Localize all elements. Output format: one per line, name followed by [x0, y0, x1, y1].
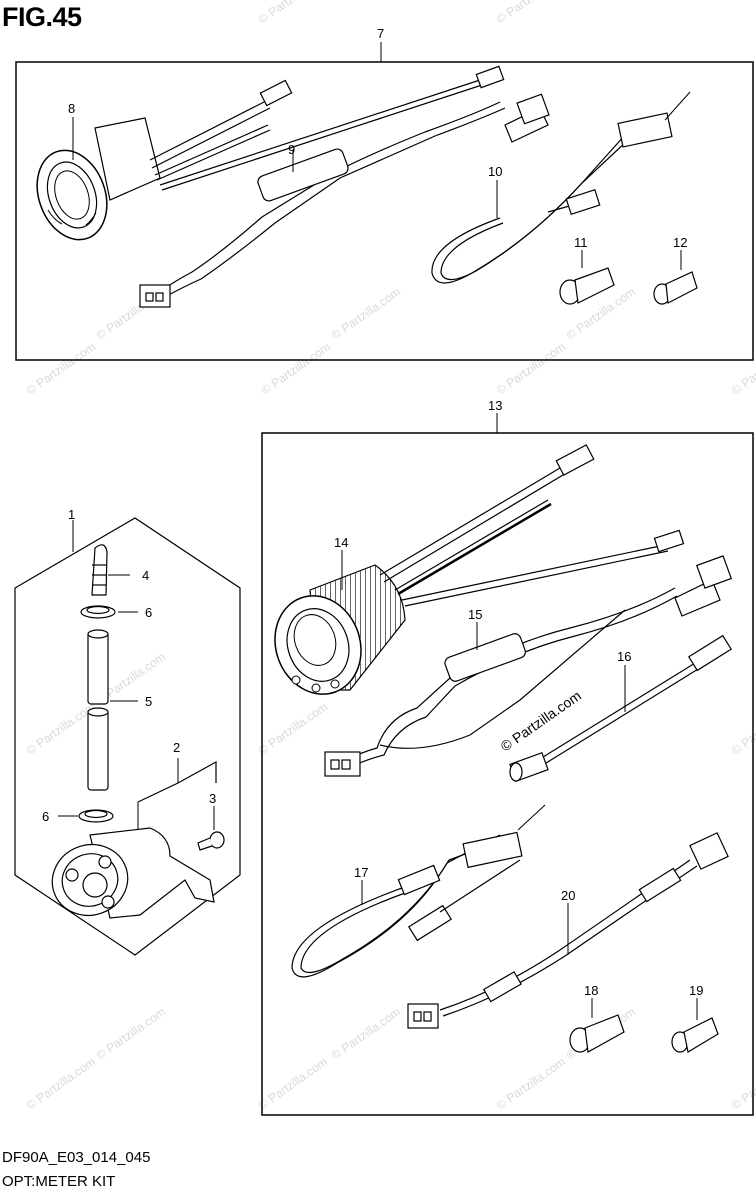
callout-3: 3: [209, 791, 216, 806]
watermark-featured: © Partzilla.com: [498, 687, 584, 754]
callout-9: 9: [288, 142, 295, 157]
clamp-6-bottom: [58, 809, 114, 823]
watermark-text: © Partzilla.com: [24, 700, 98, 758]
watermark-text: © Partzilla.com: [494, 340, 568, 398]
callout-18: 18: [584, 983, 598, 998]
watermark-text: © Partzilla.com: [729, 1055, 756, 1113]
watermark-text: © Partzilla.com: [329, 1005, 403, 1063]
harness-15: [324, 555, 733, 777]
harness-9: [139, 93, 550, 308]
callout-7: 7: [377, 26, 384, 41]
callout-17: 17: [354, 865, 368, 880]
watermark-text: © Partzilla.com: [494, 0, 568, 26]
meter-gauge-small: 8: [36, 101, 161, 241]
watermark-text: © Partzilla.com: [494, 1055, 568, 1113]
figure-title: FIG.45: [2, 2, 82, 32]
callout-6-bottom: 6: [42, 809, 49, 824]
screw-3: [197, 806, 225, 851]
watermark-text: © Partzilla.com: [729, 340, 756, 398]
lower-kit-box: 13: [261, 398, 754, 1116]
callout-10: 10: [488, 164, 502, 179]
tube-5: [87, 629, 138, 791]
section-name: OPT:METER KIT: [2, 1173, 116, 1190]
callout-14: 14: [334, 535, 348, 550]
callout-11: 11: [574, 235, 588, 250]
meter-gauge-large: [274, 550, 406, 695]
harness-10: [431, 91, 691, 284]
callout-20: 20: [561, 888, 575, 903]
clamp-6-top: [80, 605, 138, 619]
callout-8: 8: [68, 101, 75, 116]
meter-wire-harness: [149, 65, 505, 191]
mount-kit-group: 1: [14, 507, 241, 956]
callout-2: 2: [173, 740, 180, 755]
fitting-12: [653, 250, 698, 305]
watermark-text: © Partzilla.com: [94, 1005, 168, 1063]
watermark-text: © Partzilla.com: [256, 0, 330, 26]
watermark-text: © Partzilla.com: [259, 340, 333, 398]
watermark-text: © Partzilla.com: [329, 285, 403, 343]
fitting-19: [671, 998, 719, 1053]
callout-13: 13: [488, 398, 502, 413]
callout-12: 12: [673, 235, 687, 250]
callout-16: 16: [617, 649, 631, 664]
cable-16: [509, 634, 733, 783]
callout-6-top: 6: [145, 605, 152, 620]
upper-kit-box: 7: [15, 26, 754, 361]
harness-17: [291, 804, 546, 978]
callout-15: 15: [468, 607, 482, 622]
hose-4: [91, 544, 130, 596]
meter-large-wiring: [379, 444, 685, 607]
watermark-text: © Partzilla.com: [729, 700, 756, 758]
meter-housing-2: [51, 758, 217, 919]
callout-5: 5: [145, 694, 152, 709]
fitting-18: [569, 998, 625, 1053]
callout-1: 1: [68, 507, 75, 522]
watermark-text: © Partzilla.com: [24, 340, 98, 398]
fitting-11: [559, 250, 615, 305]
harness-20: [407, 832, 729, 1029]
watermark-text: © Partzilla.com: [256, 700, 330, 758]
drawing-code: DF90A_E03_014_045: [2, 1149, 151, 1166]
watermark-text: © Partzilla.com: [256, 1055, 330, 1113]
watermark-text: © Partzilla.com: [24, 1055, 98, 1113]
callout-19: 19: [689, 983, 703, 998]
callout-4: 4: [142, 568, 149, 583]
